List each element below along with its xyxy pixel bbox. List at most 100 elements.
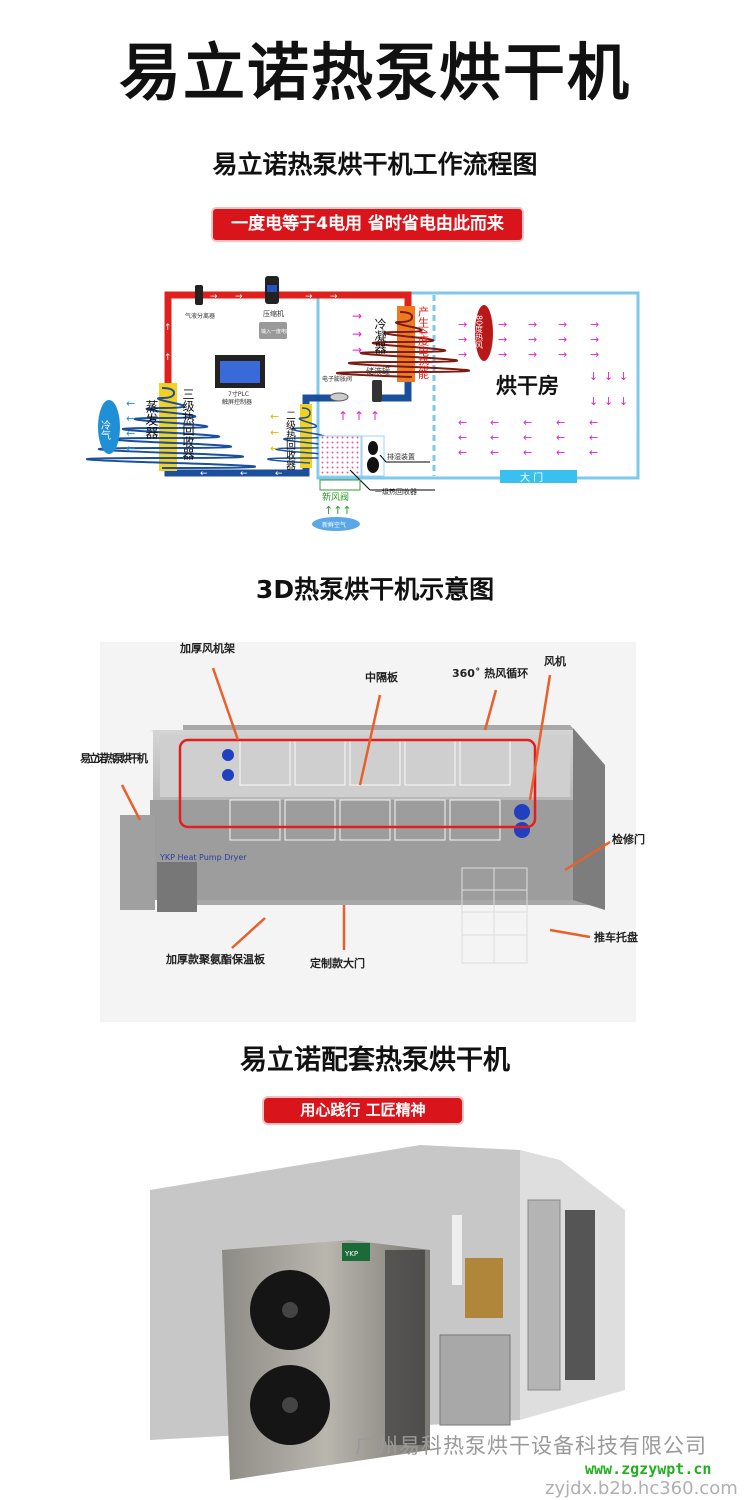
hot-pipe <box>164 291 412 385</box>
room-outline <box>316 291 640 480</box>
svg-text:←: ← <box>490 431 499 444</box>
svg-text:→: → <box>498 333 507 346</box>
svg-text:→: → <box>498 318 507 331</box>
condenser-label: 冷凝器 <box>373 318 387 355</box>
page-title: 易立诺热泵烘干机 <box>118 36 631 109</box>
svg-text:→: → <box>458 348 467 361</box>
controller-label2: 触屏控制器 <box>222 398 252 406</box>
svg-text:←: ← <box>556 416 565 429</box>
product-photo: YKP <box>150 1145 625 1480</box>
svg-text:←: ← <box>523 446 532 459</box>
fresh-air-badge <box>312 517 360 531</box>
svg-text:↓: ↓ <box>589 395 598 408</box>
inspection-door-label: 检修门 <box>612 832 645 846</box>
svg-text:↑: ↑ <box>338 409 348 423</box>
svg-text:←: ← <box>275 469 283 479</box>
svg-text:←: ← <box>589 416 598 429</box>
product-heading: 易立诺配套热泵烘干机 <box>240 1045 510 1076</box>
cold-air-badge <box>98 400 120 454</box>
svg-text:←: ← <box>589 431 598 444</box>
svg-text:←: ← <box>523 416 532 429</box>
svg-text:↑: ↑ <box>164 353 172 363</box>
svg-text:↓: ↓ <box>619 395 628 408</box>
svg-text:→: → <box>590 318 599 331</box>
svg-text:←: ← <box>200 469 208 479</box>
svg-text:→: → <box>528 348 537 361</box>
svg-text:↑: ↑ <box>164 323 172 333</box>
fan-label: 风机 <box>544 654 566 668</box>
heat-note-label: 产生4度电热能 <box>417 305 430 380</box>
svg-text:↓: ↓ <box>619 370 628 383</box>
partition-label: 中隔板 <box>365 670 399 684</box>
circulation-loop <box>178 738 537 829</box>
fresh-valve-label: 新风阀 <box>322 491 349 503</box>
site-watermark-1: www.zgzywpt.cn <box>585 1460 712 1478</box>
site-watermark-2: zyjdx.b2b.hc360.com <box>545 1478 738 1499</box>
diagram3d-heading: 3D热泵烘干机示意图 <box>255 575 495 604</box>
recovery3-label: 三级热回收器 <box>181 388 195 461</box>
valve-label: 电子膨胀阀 <box>322 375 352 383</box>
svg-text:↓: ↓ <box>604 395 613 408</box>
circulation-label: 360˚ 热风循环 <box>452 666 528 680</box>
svg-text:→: → <box>305 292 313 302</box>
svg-text:→: → <box>210 292 218 302</box>
svg-text:←: ← <box>458 431 467 444</box>
dehumid-label: 排湿装置 <box>387 452 415 461</box>
svg-text:→: → <box>590 333 599 346</box>
fresh-air-label: 新鲜空气 <box>322 521 346 529</box>
door-label: 大 门 <box>520 471 543 484</box>
svg-text:←: ← <box>126 397 135 410</box>
svg-text:←: ← <box>490 446 499 459</box>
svg-text:←: ← <box>126 427 135 440</box>
cart-label: 推车托盘 <box>594 930 638 944</box>
unit-logo: YKP <box>344 1250 358 1258</box>
controller-label: 7寸PLC <box>228 390 249 398</box>
svg-text:↑: ↑ <box>354 409 364 423</box>
svg-text:→: → <box>352 309 362 323</box>
svg-text:→: → <box>498 348 507 361</box>
svg-text:↑: ↑ <box>370 409 380 423</box>
room-label: 烘干房 <box>496 374 559 398</box>
company-watermark: 广州易科热泵烘干设备科技有限公司 <box>355 1434 707 1458</box>
svg-text:←: ← <box>126 412 135 425</box>
svg-text:→: → <box>558 333 567 346</box>
door-3d-label: 定制款大门 <box>310 956 365 970</box>
separator-icon <box>195 285 203 305</box>
cold-air-label: 冷气 <box>99 419 111 440</box>
flow-heading: 易立诺热泵烘干机工作流程图 <box>212 150 538 179</box>
svg-text:→: → <box>558 348 567 361</box>
valve-icon <box>329 392 349 402</box>
recovery1-label: 一级热回收器 <box>375 487 417 496</box>
svg-text:←: ← <box>523 431 532 444</box>
svg-text:←: ← <box>556 431 565 444</box>
svg-text:←: ← <box>270 442 279 455</box>
flow-banner: 一度电等于4电用 省时省电由此而来 <box>213 209 522 240</box>
dehumid-fan-icon <box>368 441 378 455</box>
svg-text:→: → <box>458 318 467 331</box>
product-banner: 用心践行 工匠精神 <box>264 1098 462 1123</box>
svg-text:→: → <box>235 292 243 302</box>
svg-text:→: → <box>352 327 362 341</box>
svg-text:↑↑↑: ↑↑↑ <box>324 504 352 517</box>
svg-text:→: → <box>458 333 467 346</box>
svg-text:←: ← <box>458 416 467 429</box>
hot-air-badge <box>475 305 493 361</box>
cold-pipe <box>164 394 340 477</box>
evaporator-label: 蒸发器 <box>143 400 159 440</box>
door-badge <box>500 470 577 483</box>
svg-text:←: ← <box>240 469 248 479</box>
receiver-label: 储液罐 <box>366 366 390 376</box>
recovery1-box <box>318 435 362 477</box>
insulation-label: 加厚款聚氨酯保温板 <box>165 952 266 966</box>
svg-text:←: ← <box>270 426 279 439</box>
svg-text:→: → <box>330 292 338 302</box>
separator-label: 气液分离器 <box>185 312 215 320</box>
compressor-label: 压缩机 <box>263 309 284 318</box>
svg-text:→: → <box>558 318 567 331</box>
fan-frame-label: 加厚风机架 <box>179 641 235 655</box>
svg-text:←: ← <box>556 446 565 459</box>
svg-text:←: ← <box>126 442 135 455</box>
recovery2-label: 二级热回收器 <box>284 410 296 471</box>
svg-text:←: ← <box>458 446 467 459</box>
